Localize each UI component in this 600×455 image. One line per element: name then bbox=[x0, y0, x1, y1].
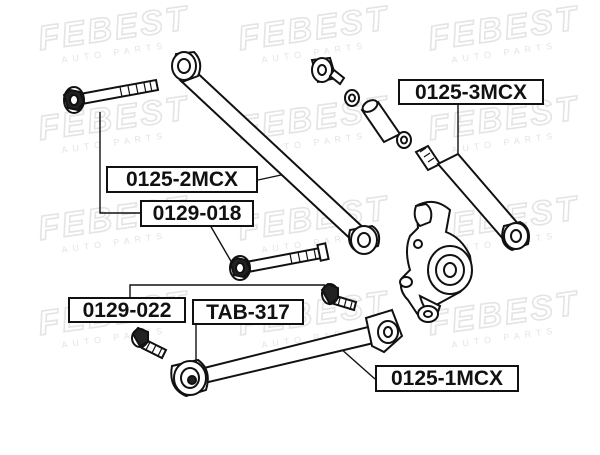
upper-control-arm bbox=[171, 50, 381, 255]
callout-0125-1MCX[interactable]: 0125-1MCX bbox=[375, 365, 519, 392]
callout-0125-3MCX[interactable]: 0125-3MCX bbox=[398, 79, 544, 105]
bolt-0129-022-lower bbox=[131, 326, 168, 360]
callout-0125-2MCX[interactable]: 0125-2MCX bbox=[106, 166, 258, 193]
leader-0129-018-bolt bbox=[209, 224, 233, 264]
callout-0129-018[interactable]: 0129-018 bbox=[140, 200, 254, 227]
leader-0125-1MCX bbox=[339, 347, 376, 380]
toe-link-parts bbox=[310, 56, 530, 252]
leader-0129-018 bbox=[99, 112, 140, 214]
callout-0129-022[interactable]: 0129-022 bbox=[68, 297, 186, 323]
knuckle bbox=[399, 200, 473, 323]
callout-TAB-317-label: TAB-317 bbox=[206, 300, 290, 324]
callout-0129-022-label: 0129-022 bbox=[82, 298, 172, 322]
bolt-upper-left bbox=[62, 78, 160, 114]
callout-0125-2MCX-label: 0125-2MCX bbox=[125, 168, 239, 191]
leader-0129-022 bbox=[129, 284, 325, 298]
callout-0129-018-label: 0129-018 bbox=[152, 202, 242, 225]
lower-control-arm bbox=[170, 308, 404, 398]
callout-TAB-317[interactable]: TAB-317 bbox=[192, 299, 304, 325]
bolt-middle bbox=[229, 242, 330, 281]
bolt-0129-022-upper bbox=[320, 282, 358, 312]
callout-0125-3MCX-label: 0125-3MCX bbox=[414, 80, 528, 104]
callout-0125-1MCX-label: 0125-1MCX bbox=[390, 367, 504, 390]
